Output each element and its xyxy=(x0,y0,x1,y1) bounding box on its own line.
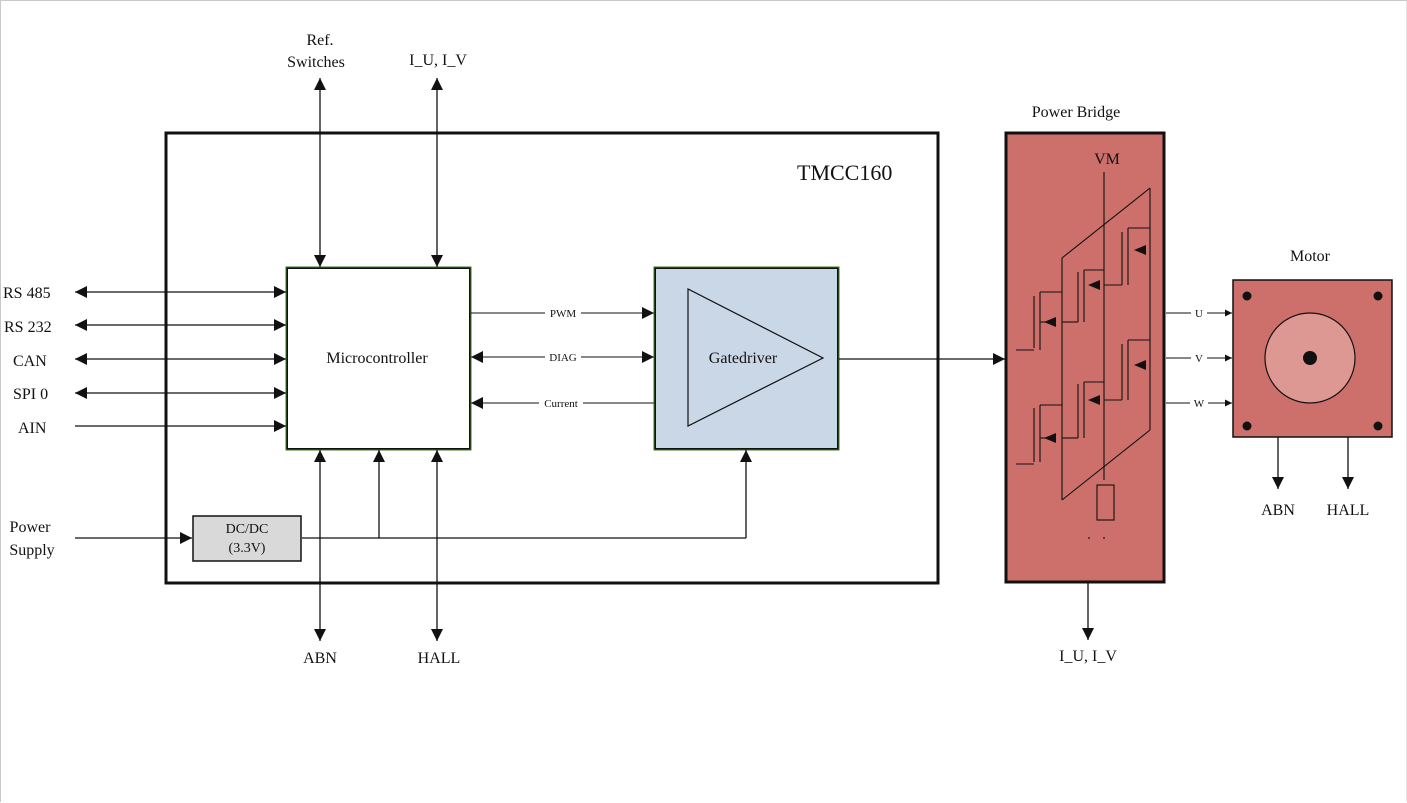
motor-shaft-icon xyxy=(1303,351,1317,365)
motor-screw-icon xyxy=(1242,291,1252,301)
phase-v-label: V xyxy=(1195,353,1203,365)
dcdc-block xyxy=(192,515,302,562)
abn-bottom-label: ABN xyxy=(303,650,337,667)
dcdc-label-line1: DC/DC xyxy=(226,522,269,537)
power-bridge-block xyxy=(1004,131,1166,584)
diag-label: DIAG xyxy=(549,352,577,364)
dcdc-label-line2: (3.3V) xyxy=(229,541,266,556)
gatedriver-block xyxy=(654,267,839,450)
pwm-label: PWM xyxy=(550,308,577,320)
hall-bottom-label: HALL xyxy=(418,650,461,667)
gatedriver-triangle-icon xyxy=(687,288,825,427)
rs485-label: RS 485 xyxy=(3,285,51,302)
ain-label: AIN xyxy=(18,420,47,437)
power-supply-label-line2: Supply xyxy=(9,542,54,559)
spi0-label: SPI 0 xyxy=(13,386,48,403)
vm-label: VM xyxy=(1094,151,1120,168)
iu-iv-top-label: I_U, I_V xyxy=(409,52,467,69)
motor-hall-label: HALL xyxy=(1327,502,1370,519)
can-label: CAN xyxy=(13,353,47,370)
motor-abn-label: ABN xyxy=(1261,502,1295,519)
motor-screw-icon xyxy=(1242,421,1252,431)
mosfet-arrows-icon xyxy=(1044,245,1146,443)
tmcc160-label: TMCC160 xyxy=(797,160,892,185)
power-bridge-label: Power Bridge xyxy=(1032,104,1120,121)
phase-u-label: U xyxy=(1195,308,1203,320)
gatedriver-label: Gatedriver xyxy=(709,350,778,367)
microcontroller-label: Microcontroller xyxy=(326,350,428,367)
motor-screw-icon xyxy=(1373,291,1383,301)
microcontroller-block xyxy=(286,267,471,450)
ref-switches-label-line1: Ref. xyxy=(306,32,333,49)
power-supply-label-line1: Power xyxy=(10,519,52,536)
ref-switches-label-line2: Switches xyxy=(287,54,345,71)
phase-w-label: W xyxy=(1194,398,1205,410)
rs232-label: RS 232 xyxy=(4,319,52,336)
motor-screw-icon xyxy=(1373,421,1383,431)
mosfet-bridge-schematic-icon xyxy=(1016,172,1151,539)
current-label: Current xyxy=(544,398,578,410)
iu-iv-bottom-label: I_U, I_V xyxy=(1059,648,1117,665)
motor-label: Motor xyxy=(1290,248,1331,265)
